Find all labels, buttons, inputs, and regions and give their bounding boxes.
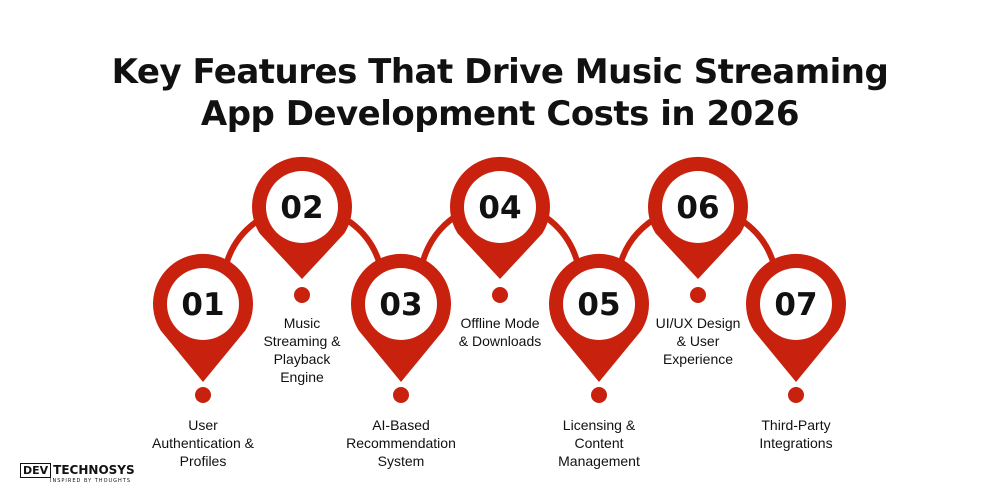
pin-02-dot — [294, 287, 310, 303]
pin-01: 01 — [153, 253, 253, 403]
pin-02-number: 02 — [280, 190, 323, 226]
feature-label-07: Third-Party Integrations — [759, 417, 833, 451]
feature-label-05: Licensing & Content Management — [558, 417, 640, 469]
pin-07-number: 07 — [774, 287, 817, 323]
pin-06-dot — [690, 287, 706, 303]
logo-tagline: INSPIRED BY THOUGHTS — [50, 478, 132, 484]
pin-03-number: 03 — [379, 287, 422, 323]
feature-label-04: Offline Mode & Downloads — [458, 315, 542, 349]
title-line-2: App Development Costs in 2026 — [200, 94, 800, 134]
title-line-1: Key Features That Drive Music Streaming — [111, 52, 889, 92]
pin-02: 02 — [252, 156, 352, 303]
feature-label-06: UI/UX Design & User Experience — [655, 315, 741, 367]
pin-07: 07 — [746, 253, 846, 403]
logo-mark: DEV — [20, 463, 52, 478]
logo-name: TECHNOSYS — [53, 463, 135, 477]
feature-label-03: AI-Based Recommendation System — [346, 417, 456, 469]
pin-05-dot — [591, 387, 607, 403]
pin-04: 04 — [450, 156, 550, 303]
pin-04-dot — [492, 287, 508, 303]
feature-label-02: Music Streaming & Playback Engine — [263, 315, 341, 385]
pin-06-number: 06 — [676, 190, 719, 226]
pin-06: 06 — [648, 156, 748, 303]
pin-05: 05 — [548, 253, 649, 403]
pin-01-number: 01 — [181, 287, 224, 323]
pin-03: 03 — [351, 253, 451, 403]
pin-01-dot — [195, 387, 211, 403]
pin-07-dot — [788, 387, 804, 403]
pin-04-number: 04 — [478, 190, 521, 226]
pin-05-number: 05 — [577, 287, 620, 323]
pin-03-dot — [393, 387, 409, 403]
feature-label-01: User Authentication & Profiles — [152, 417, 254, 469]
